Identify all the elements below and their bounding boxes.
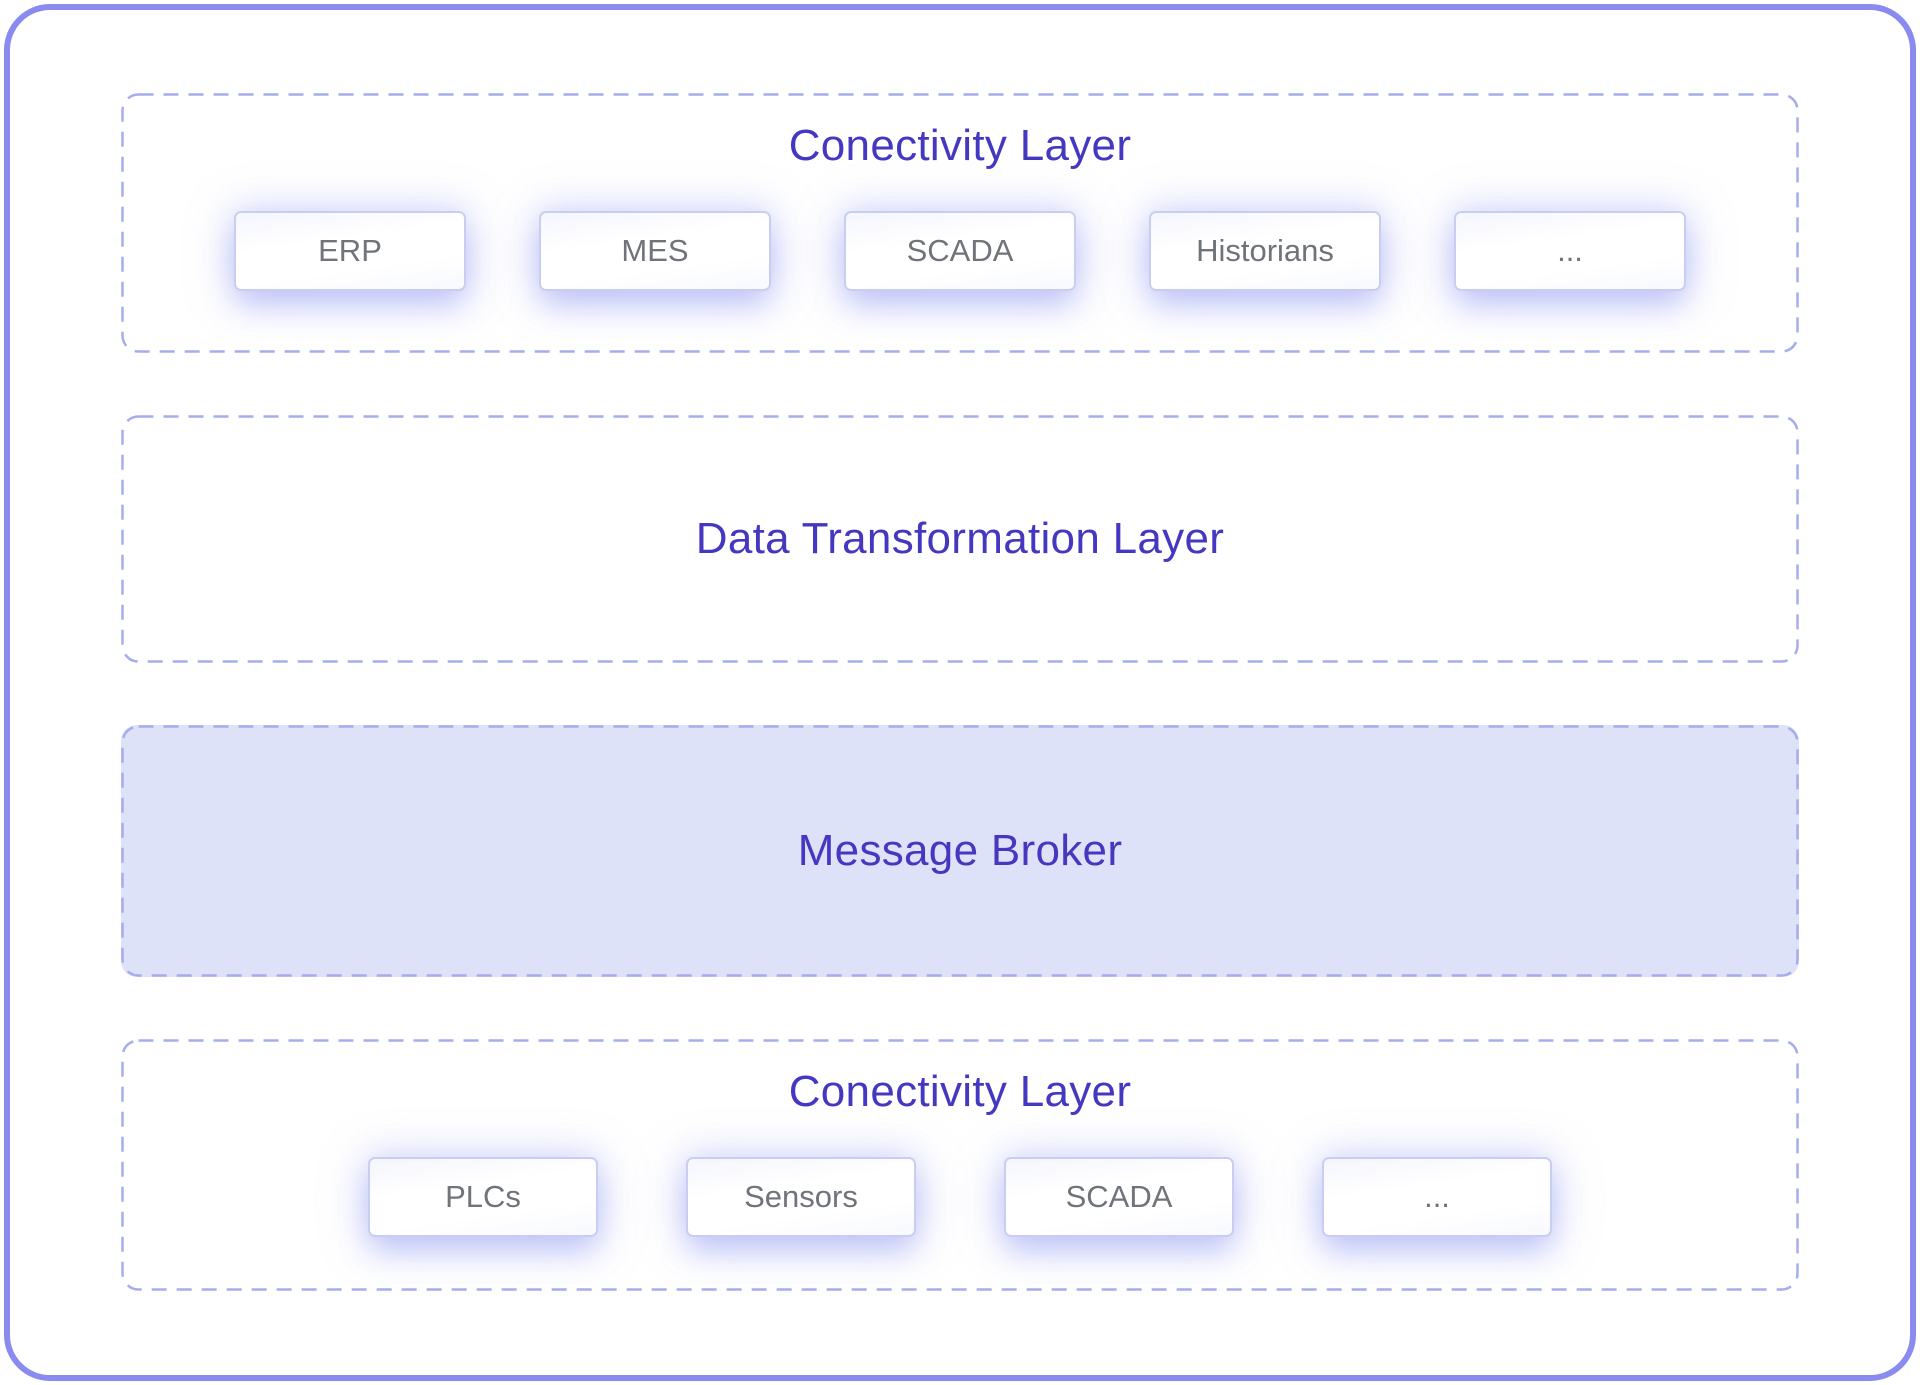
component-box-label: MES [621, 233, 689, 268]
component-box-ellipsis-top: ... [1454, 211, 1686, 291]
component-box-erp: ERP [234, 211, 466, 291]
component-box-scada-top: SCADA [844, 211, 1076, 291]
component-box-historians: Historians [1149, 211, 1381, 291]
layer-message-broker: Message Broker [121, 725, 1799, 977]
component-box-label: SCADA [1065, 1179, 1173, 1214]
layer-title: Data Transformation Layer [695, 514, 1225, 563]
component-box-label: ERP [318, 233, 382, 268]
component-box-scada-bottom: SCADA [1004, 1157, 1234, 1237]
component-box-label: ... [1557, 233, 1583, 268]
layer-data-transformation: Data Transformation Layer [121, 415, 1799, 663]
component-box-sensors: Sensors [686, 1157, 916, 1237]
layer-title: Conectivity Layer [788, 1067, 1132, 1116]
component-box-mes: MES [539, 211, 771, 291]
component-box-label: ... [1424, 1179, 1450, 1214]
component-box-row: PLCs Sensors SCADA ... [121, 1157, 1799, 1237]
layer-title: Message Broker [797, 826, 1123, 875]
component-box-plcs: PLCs [368, 1157, 598, 1237]
component-box-ellipsis-bottom: ... [1322, 1157, 1552, 1237]
component-box-label: SCADA [906, 233, 1014, 268]
layer-connectivity-bottom: Conectivity Layer PLCs Sensors SCADA ... [121, 1039, 1799, 1291]
layer-stack: Conectivity Layer ERP MES SCADA Historia… [121, 93, 1799, 1291]
component-box-label: Sensors [744, 1179, 858, 1214]
component-box-row: ERP MES SCADA Historians ... [121, 211, 1799, 291]
layer-connectivity-top: Conectivity Layer ERP MES SCADA Historia… [121, 93, 1799, 353]
layer-title: Conectivity Layer [788, 121, 1132, 170]
component-box-label: Historians [1196, 233, 1334, 268]
component-box-label: PLCs [445, 1179, 521, 1214]
